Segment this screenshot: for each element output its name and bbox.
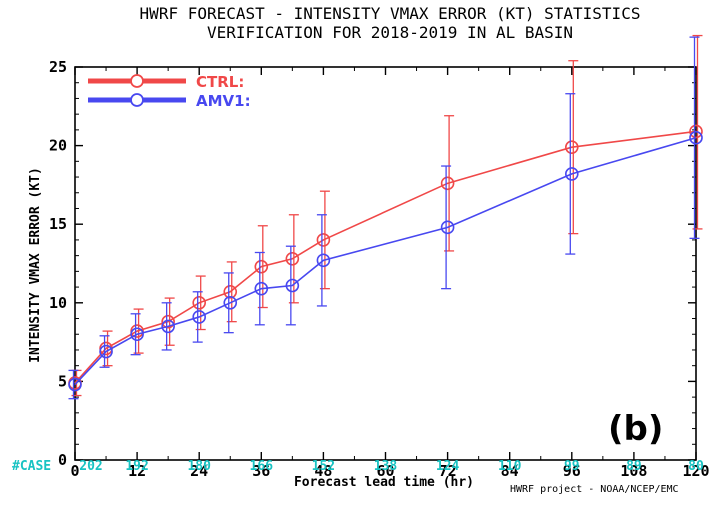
data-point: [99, 344, 113, 359]
x-axis-label: Forecast lead time (hr): [294, 475, 474, 490]
data-point: [689, 130, 703, 145]
case-count: 202: [79, 459, 102, 474]
legend: CTRL:AMV1:: [88, 73, 251, 110]
legend-marker: [130, 93, 144, 107]
data-point: [689, 124, 703, 139]
case-count: 152: [312, 459, 335, 474]
chart-title-line1: HWRF FORECAST - INTENSITY VMAX ERROR (KT…: [140, 4, 641, 23]
data-point: [223, 295, 238, 310]
case-count: 192: [125, 459, 148, 474]
x-tick-label: 60: [376, 462, 394, 480]
x-tick-label: 12: [128, 462, 146, 480]
case-count: 124: [436, 459, 460, 474]
data-point: [440, 220, 455, 235]
data-point: [285, 278, 300, 293]
y-tick-label: 5: [58, 372, 67, 390]
data-point: [192, 310, 206, 324]
x-tick-label: 84: [501, 462, 519, 480]
y-tick-label: 0: [58, 451, 67, 469]
series-amv1: [68, 36, 703, 400]
case-count: 80: [688, 459, 704, 474]
legend-marker: [130, 74, 144, 88]
x-tick-labels: 0 12 24 36 48 60 72 84 96 108 120: [70, 462, 709, 480]
legend-label: CTRL:: [196, 73, 244, 91]
case-count: 110: [498, 459, 522, 474]
series-layer: [68, 34, 703, 400]
data-point: [254, 259, 269, 274]
data-point: [440, 176, 455, 191]
plot-frame: [74, 66, 697, 461]
series-ctrl: [68, 34, 703, 397]
y-axis-label: INTENSITY VMAX ERROR (KT): [28, 167, 43, 363]
data-point: [68, 377, 82, 392]
x-tick-label: 108: [620, 462, 647, 480]
y-tick-label: 10: [49, 294, 67, 312]
data-point: [564, 167, 579, 181]
y-tick-label: 20: [49, 137, 67, 155]
case-count: 180: [187, 459, 211, 474]
data-point: [223, 284, 238, 299]
legend-label: AMV1:: [196, 92, 251, 110]
x-tick-label: 24: [190, 462, 208, 480]
y-tick-label: 25: [49, 58, 67, 76]
x-tick-label: 120: [682, 462, 709, 480]
data-point: [192, 295, 206, 310]
case-count: 138: [374, 459, 398, 474]
data-point: [316, 253, 331, 268]
x-tick-label: 72: [439, 462, 457, 480]
data-point: [316, 233, 331, 247]
case-count: 99: [564, 459, 580, 474]
series-line: [74, 136, 697, 386]
case-row-label: #CASE: [12, 459, 51, 474]
case-count: 166: [250, 459, 274, 474]
case-count: 89: [626, 459, 642, 474]
data-point: [254, 281, 269, 296]
x-tick-label: 36: [252, 462, 270, 480]
credit-text: HWRF project - NOAA/NCEP/EMC: [510, 484, 679, 495]
y-tick-label: 15: [49, 215, 67, 233]
chart-title-line2: VERIFICATION FOR 2018-2019 IN AL BASIN: [207, 23, 573, 42]
axes-layer: [74, 66, 697, 461]
data-point: [285, 251, 300, 266]
x-tick-label: 0: [70, 462, 79, 480]
data-point: [564, 140, 579, 154]
data-point: [161, 314, 175, 329]
x-tick-label: 48: [314, 462, 332, 480]
panel-label: (b): [608, 409, 663, 449]
y-tick-labels: 0 5 10 15 20 25: [49, 58, 67, 469]
x-tick-label: 96: [563, 462, 581, 480]
data-point: [161, 319, 175, 334]
data-point: [130, 327, 144, 342]
case-count-row: 202 192 180 166 152 138 124 110 99 89 80: [79, 459, 704, 474]
